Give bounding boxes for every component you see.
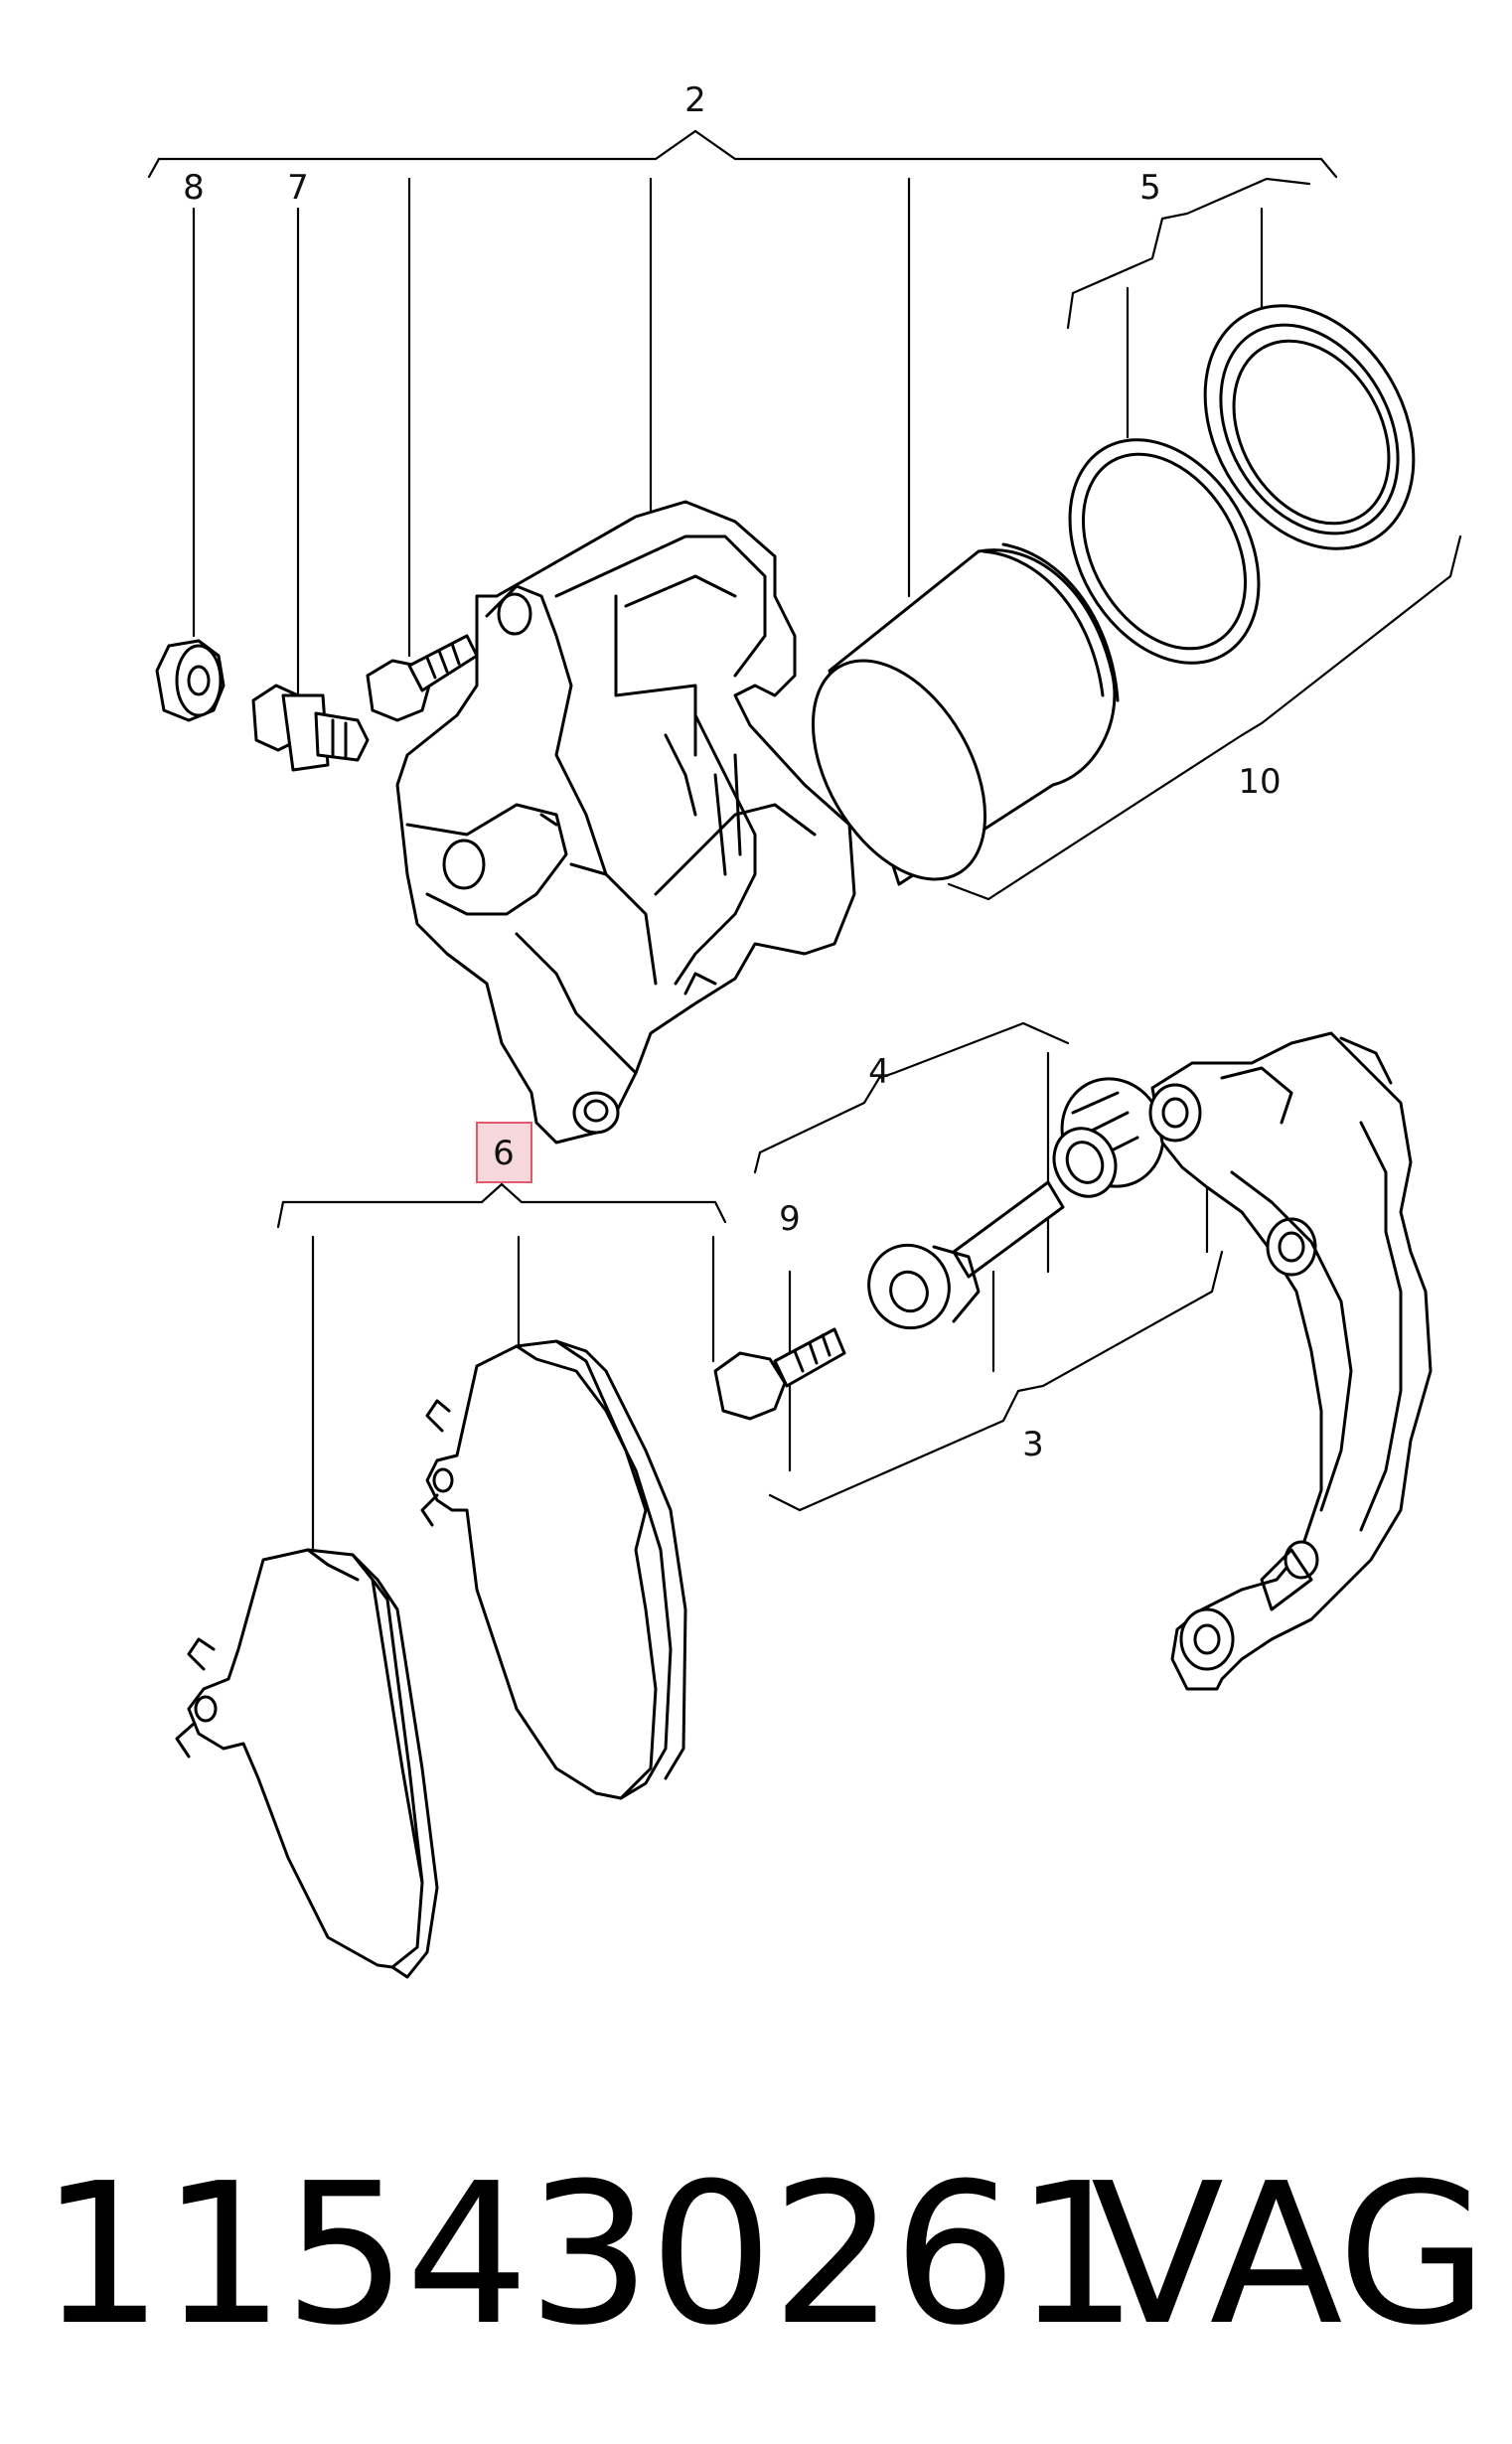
callout-4: 4 [868,1052,890,1092]
bleeder-screw [251,684,370,772]
guide-pin [867,1180,1065,1330]
piston-dust-boot [1203,304,1416,550]
carrier-bolt [713,1327,846,1421]
exploded-brake-caliper-diagram: 2 8 7 5 10 4 6 9 3 [147,80,1462,1979]
group-3-bracket [768,1131,1224,1512]
brake-pad-outer [175,1548,439,1979]
bleeder-dust-cap [155,639,226,722]
callout-6-highlight [476,1122,532,1183]
brake-pad-inner [420,1339,687,1800]
caliper-housing [395,500,856,1145]
part-number: 115430261 [40,2142,1138,2368]
callout-5: 5 [1139,168,1161,208]
brand-name: VAG [1091,2142,1488,2368]
callout-9: 9 [779,1199,801,1239]
callout-8: 8 [183,168,205,208]
group-2-bracket [147,129,1338,697]
group-10-bracket [947,535,1462,901]
callout-6: 6 [493,1134,515,1173]
caliper-guide-bolt [366,634,479,722]
callout-7: 7 [287,168,309,208]
group-6-bracket [276,1182,727,1552]
callout-3: 3 [1022,1425,1044,1464]
group-4-bracket [753,1021,1070,1274]
piston-seal-ring [1068,438,1261,665]
caliper-piston [811,542,1120,886]
callout-10: 10 [1238,762,1281,802]
callout-2: 2 [684,80,706,120]
group-5-bracket [1066,177,1311,439]
brake-carrier [1148,1031,1433,1691]
guide-pin-boot [1052,1077,1165,1198]
